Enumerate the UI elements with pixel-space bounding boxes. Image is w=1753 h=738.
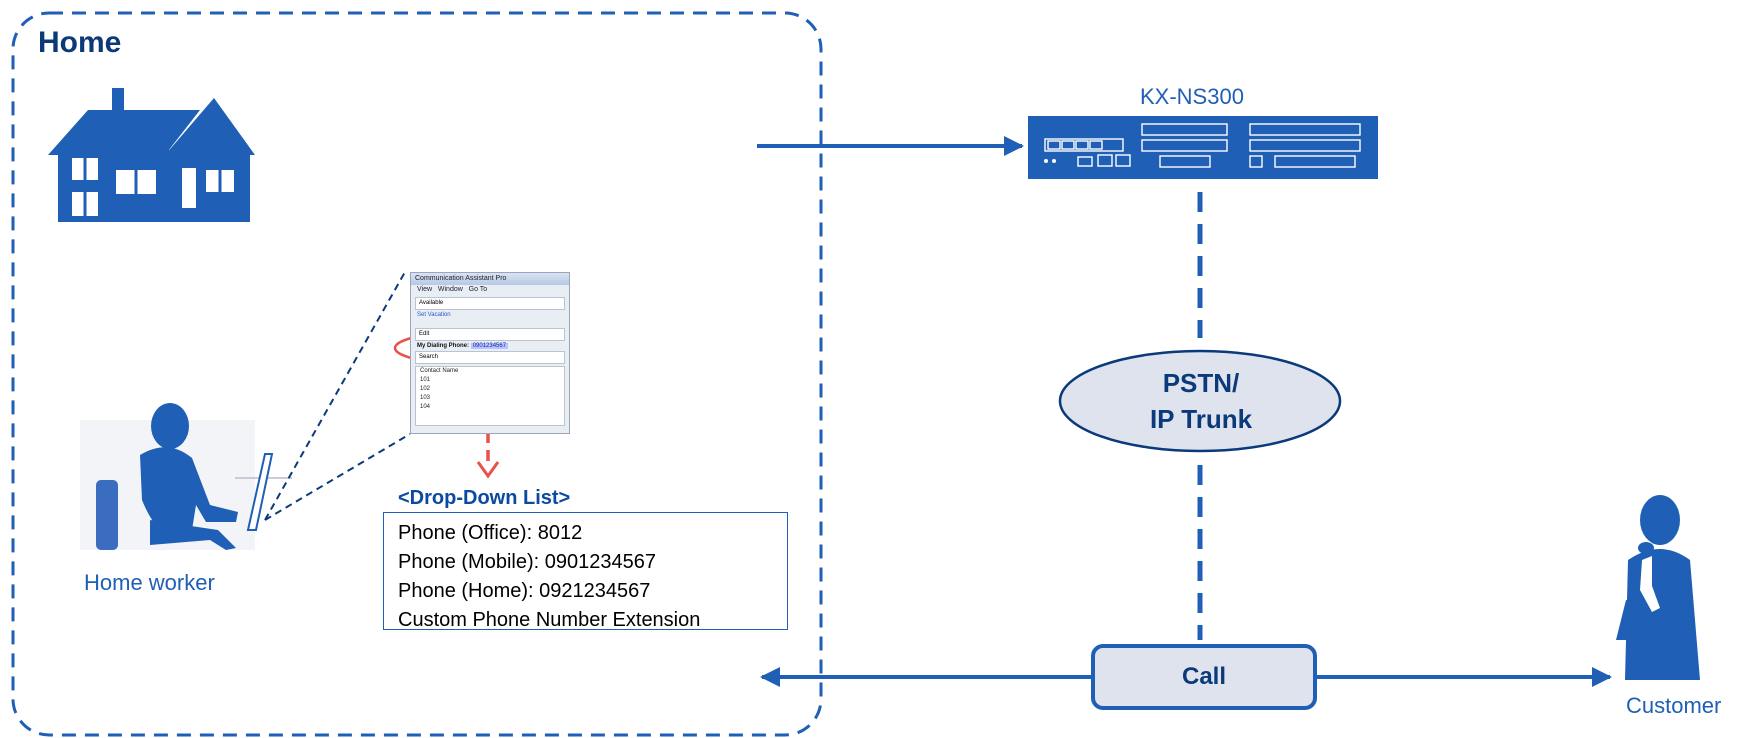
pstn-ip-trunk-ellipse <box>1058 349 1342 453</box>
house-icon <box>48 88 255 222</box>
app-search-field: Search <box>415 351 565 364</box>
app-contact-header: Contact Name <box>420 368 459 374</box>
call-box <box>1091 644 1317 710</box>
app-contact-list: Contact Name 101 102 103 104 <box>415 366 565 426</box>
app-screenshot: Communication Assistant Pro View Window … <box>410 272 570 434</box>
app-contact-row: 101 <box>420 377 431 383</box>
app-menu-window: Window <box>437 286 463 293</box>
customer-label: Customer <box>1626 693 1722 718</box>
app-edit-field: Edit <box>415 328 565 341</box>
home-worker-label: Home worker <box>84 570 215 595</box>
customer-figure <box>1616 495 1700 680</box>
app-menu-bar: View Window Go To <box>411 285 569 295</box>
app-dialing-phone: My Dialing Phone: 0901234567 <box>411 343 569 349</box>
home-worker-figure <box>80 403 292 550</box>
network-label-line2: IP Trunk <box>1149 404 1253 434</box>
app-menu-view: View <box>417 286 433 293</box>
app-title-bar: Communication Assistant Pro <box>411 273 569 285</box>
dropdown-item-office: Phone (Office): 8012 <box>398 522 583 544</box>
home-zone-boundary <box>11 11 823 737</box>
home-zone-title: Home <box>38 26 122 59</box>
app-dialing-value: 0901234567 <box>470 343 509 349</box>
zoom-line-bottom <box>264 433 411 521</box>
app-dialing-label: My Dialing Phone: <box>417 343 470 349</box>
app-vacation-link: Set Vacation <box>417 312 451 318</box>
dropdown-pointer-arrowhead <box>476 461 500 479</box>
dropdown-item-mobile: Phone (Mobile): 0901234567 <box>398 551 656 573</box>
app-menu-goto: Go To <box>468 286 488 293</box>
app-contact-row: 104 <box>420 404 431 410</box>
network-label-line1: PSTN/ <box>1162 368 1240 398</box>
kx-ns300-device-icon <box>1028 116 1378 179</box>
dropdown-list: Phone (Office): 8012 Phone (Mobile): 090… <box>383 512 788 631</box>
pbx-name-label: KX-NS300 <box>1140 84 1244 109</box>
app-status-select: Available <box>415 297 565 310</box>
network-label: PSTN/ IP Trunk <box>1060 351 1342 451</box>
call-label: Call <box>1181 663 1226 690</box>
zoom-line-top <box>264 271 406 521</box>
app-contact-row: 103 <box>420 395 431 401</box>
dropdown-title: <Drop-Down List> <box>398 487 571 509</box>
dropdown-item-custom: Custom Phone Number Extension <box>398 609 701 631</box>
dropdown-item-home: Phone (Home): 0921234567 <box>398 580 651 602</box>
app-contact-row: 102 <box>420 386 431 392</box>
